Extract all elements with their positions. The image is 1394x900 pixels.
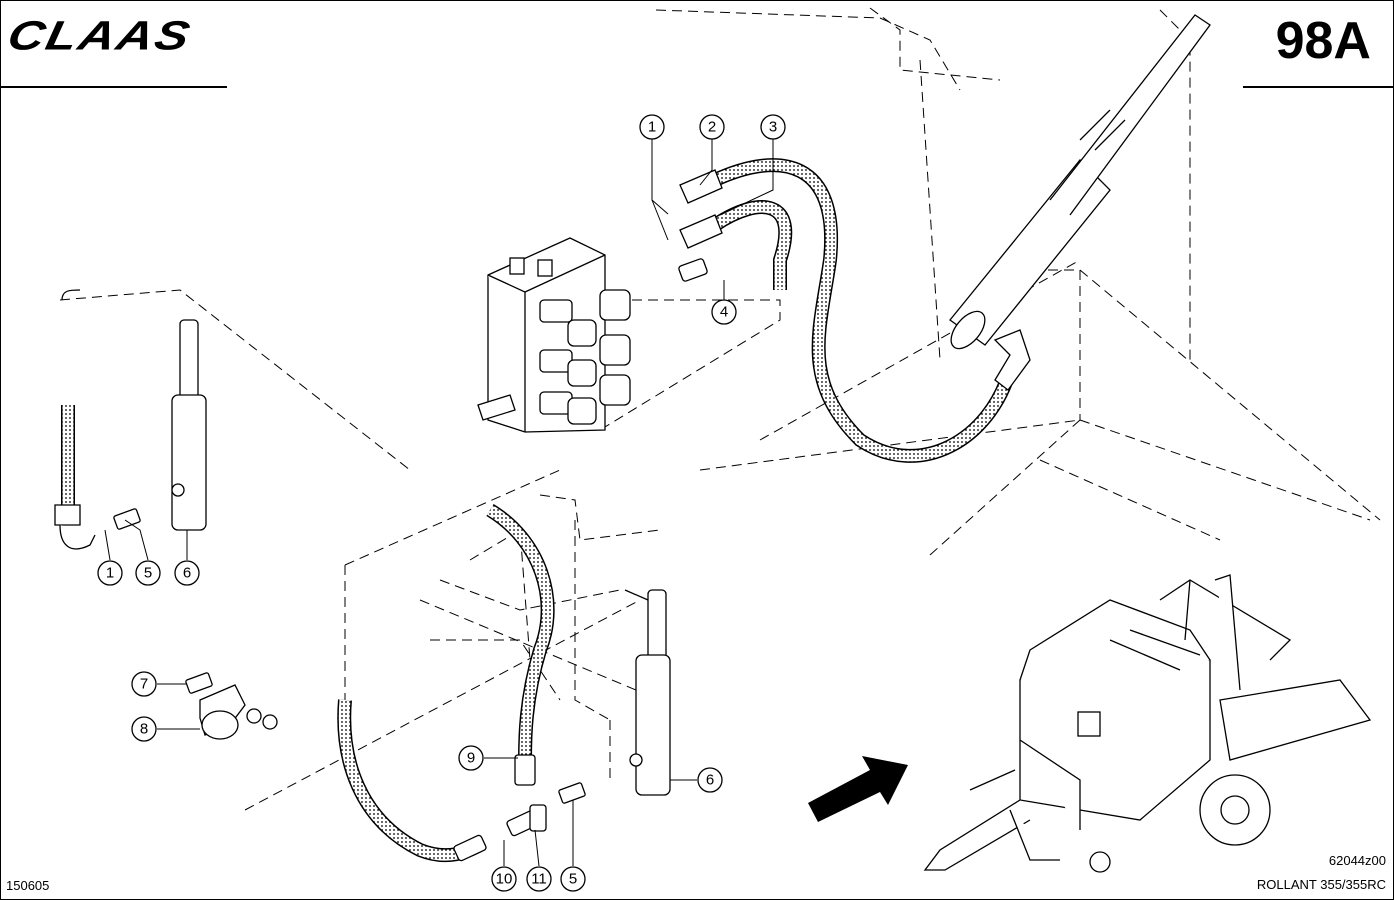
svg-text:6: 6 xyxy=(706,772,714,789)
svg-text:11: 11 xyxy=(531,871,547,888)
callout-11: 11 xyxy=(526,866,552,892)
callout-9: 9 xyxy=(458,745,484,771)
callout-6-left: 6 xyxy=(174,560,200,586)
model-name: ROLLANT 355/355RC xyxy=(1256,877,1386,892)
callout-4: 4 xyxy=(711,299,737,325)
svg-text:2: 2 xyxy=(708,119,716,136)
svg-text:7: 7 xyxy=(140,676,148,693)
machine-frame-dashed xyxy=(59,7,1381,811)
logo-rule xyxy=(1,86,227,88)
cylinders xyxy=(171,319,671,796)
hoses xyxy=(61,158,1017,863)
svg-text:9: 9 xyxy=(467,750,475,767)
callout-7: 7 xyxy=(131,671,157,697)
page-number: 98A xyxy=(1275,12,1371,70)
drawing-code: 62044z00 xyxy=(1328,853,1386,868)
svg-text:6: 6 xyxy=(183,565,191,582)
upper-cylinder xyxy=(949,14,1211,350)
svg-text:1: 1 xyxy=(648,119,656,136)
svg-text:3: 3 xyxy=(769,119,777,136)
callout-10: 10 xyxy=(491,866,517,892)
doc-code: 150605 xyxy=(6,878,50,893)
svg-text:10: 10 xyxy=(496,871,513,888)
svg-text:5: 5 xyxy=(144,565,152,582)
svg-text:1: 1 xyxy=(106,565,114,582)
fittings xyxy=(54,169,1031,862)
callout-5-left: 5 xyxy=(135,560,161,586)
baler-overview xyxy=(923,574,1372,873)
leader-lines xyxy=(104,138,774,867)
page-number-rule xyxy=(1243,86,1394,88)
callout-2: 2 xyxy=(699,114,725,140)
callout-5-bottom: 5 xyxy=(560,866,586,892)
control-valve-block xyxy=(477,237,631,433)
callout-8: 8 xyxy=(131,716,157,742)
locator-arrow xyxy=(808,756,908,822)
callout-3: 3 xyxy=(760,114,786,140)
callout-1-top: 1 xyxy=(639,114,665,140)
callouts: 1 2 3 4 1 5 6 7 8 9 6 10 11 5 xyxy=(97,114,786,892)
callout-6-right: 6 xyxy=(697,767,723,793)
callout-1-left: 1 xyxy=(97,560,123,586)
svg-text:4: 4 xyxy=(720,304,728,321)
svg-text:5: 5 xyxy=(569,871,577,888)
svg-text:8: 8 xyxy=(140,721,148,738)
